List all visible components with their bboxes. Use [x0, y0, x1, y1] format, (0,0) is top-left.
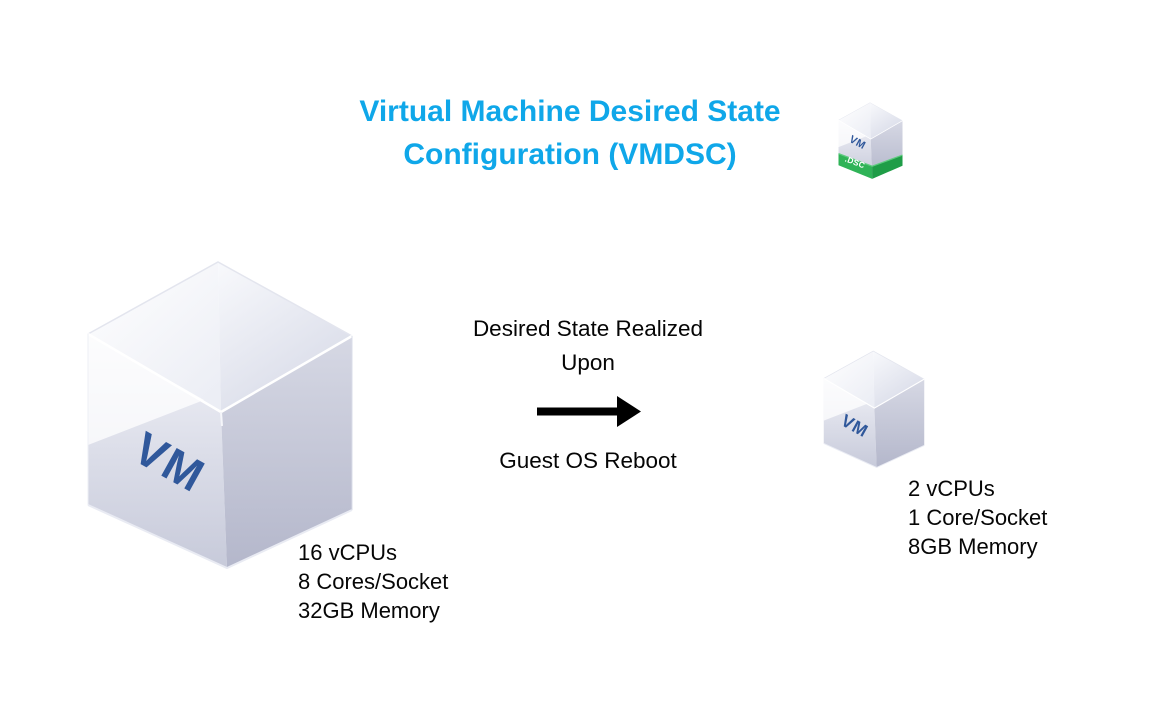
cube-back-rim [87, 261, 353, 337]
cube-highlight [823, 378, 868, 421]
transition-caption-bottom-text: Guest OS Reboot [499, 448, 677, 473]
vm-large-spec-cores: 8 Cores/Socket [298, 569, 449, 594]
vm-large-spec-memory: 32GB Memory [298, 598, 440, 623]
vmdsc-icon-base-left [838, 153, 873, 179]
right-arrow-icon [537, 396, 641, 427]
transition-caption-top-line2: Upon [561, 350, 615, 375]
transition-caption-top: Desired State Realized Upon [438, 312, 738, 380]
icon-cube-inner-left [838, 102, 871, 140]
cube-inner-right [873, 351, 925, 409]
cube-bottom-bevel [823, 443, 925, 468]
page-title: Virtual Machine Desired State Configurat… [300, 90, 840, 176]
transition-caption-bottom: Guest OS Reboot [438, 444, 738, 478]
cube-inner-left [88, 262, 221, 412]
vm-small-spec-vcpus: 2 vCPUs [908, 476, 995, 501]
icon-cube-highlight [838, 120, 867, 148]
right-arrow-shape [537, 396, 641, 427]
vm-cube-small: VM [823, 350, 925, 468]
vm-cube-large: VM [87, 261, 353, 570]
vmdsc-icon-base-right [872, 155, 903, 179]
cube-inner-corner-edge [220, 411, 223, 427]
transition-caption-top-line1: Desired State Realized [472, 316, 704, 341]
vmdsc-cube-icon: VM .DSC [838, 102, 903, 179]
icon-cube-inner-right [870, 102, 903, 140]
icon-cube-front-rim [838, 119, 903, 140]
cube-front-rim [823, 377, 925, 409]
icon-cube-back-rim [838, 102, 903, 121]
vm-small-spec-cores: 1 Core/Socket [908, 505, 1048, 530]
page-title-line2: Configuration (VMDSC) [403, 138, 737, 171]
cube-bottom-bevel [87, 504, 353, 570]
vm-small-spec-memory: 8GB Memory [908, 534, 1038, 559]
vm-large-spec-vcpus: 16 vCPUs [298, 540, 398, 565]
vm-large-specs: 16 vCPUs 8 Cores/Socket 32GB Memory [298, 538, 448, 625]
cube-highlight [88, 334, 204, 445]
page-title-line1: Virtual Machine Desired State [359, 95, 781, 128]
vm-small-specs: 2 vCPUs 1 Core/Socket 8GB Memory [908, 474, 1047, 561]
cube-inner-left [823, 351, 875, 409]
cube-inner-right [218, 262, 352, 412]
vmdsc-icon-base-top-edge [838, 153, 903, 167]
cube-back-rim [823, 350, 925, 380]
